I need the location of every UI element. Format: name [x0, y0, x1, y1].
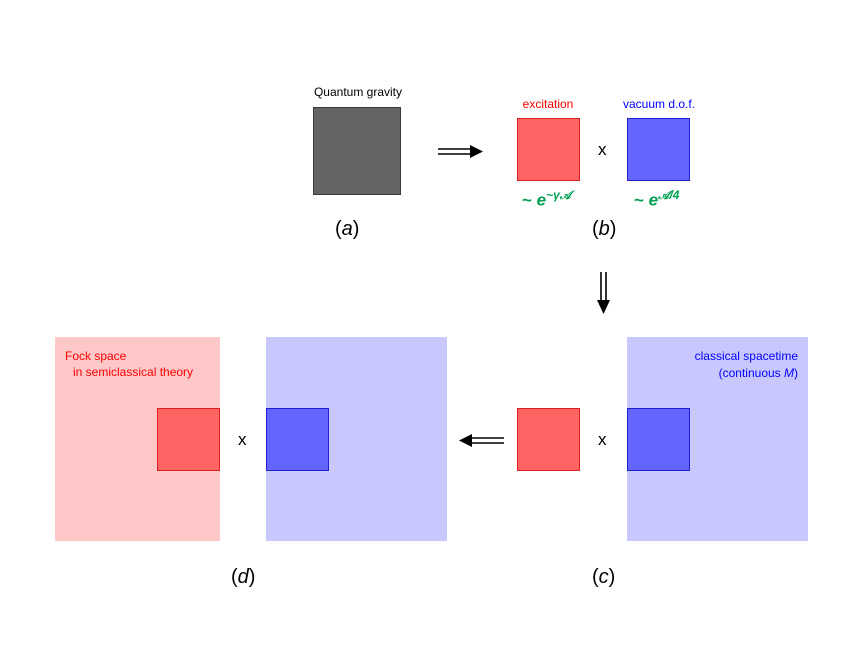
- times-symbol-d: x: [238, 430, 247, 449]
- panel-label-d: (d): [231, 566, 256, 588]
- vacuum-box-c: [627, 408, 690, 471]
- excitation-scaling: ~ e~γ𝒜: [522, 188, 572, 210]
- fock-line1: Fock space: [65, 349, 127, 363]
- fock-line2: in semiclassical theory: [73, 365, 194, 379]
- vacuum-dof-label: vacuum d.o.f.: [622, 97, 696, 111]
- double-arrow-down: [597, 272, 610, 314]
- panel-letter-d: d: [237, 566, 249, 588]
- vacuum-box-d: [266, 408, 329, 471]
- fock-space-label: Fock space in semiclassical theory: [65, 348, 193, 380]
- vacuum-scaling: ~ e𝒜/4: [634, 188, 680, 210]
- excitation-box-d: [157, 408, 220, 471]
- classical-spacetime-label: classical spacetime (continuous M): [640, 348, 798, 382]
- times-symbol-c: x: [598, 430, 607, 449]
- panel-label-b: (b): [592, 218, 617, 240]
- panel-letter-a: a: [341, 218, 353, 240]
- spacetime-line1: classical spacetime: [694, 349, 798, 363]
- double-arrow-right: [438, 145, 483, 158]
- quantum-gravity-title: Quantum gravity: [313, 85, 403, 99]
- times-symbol-b: x: [598, 140, 607, 159]
- quantum-gravity-box: [313, 107, 401, 195]
- panel-letter-b: b: [598, 218, 610, 240]
- excitation-box-b: [517, 118, 580, 181]
- panel-letter-c: c: [598, 566, 609, 588]
- spacetime-line2: (continuous M): [718, 366, 798, 380]
- excitation-box-c: [517, 408, 580, 471]
- panel-label-a: (a): [335, 218, 360, 240]
- panel-label-c: (c): [592, 566, 616, 588]
- double-arrow-left: [459, 434, 504, 447]
- vacuum-box-b: [627, 118, 690, 181]
- excitation-label: excitation: [522, 97, 574, 111]
